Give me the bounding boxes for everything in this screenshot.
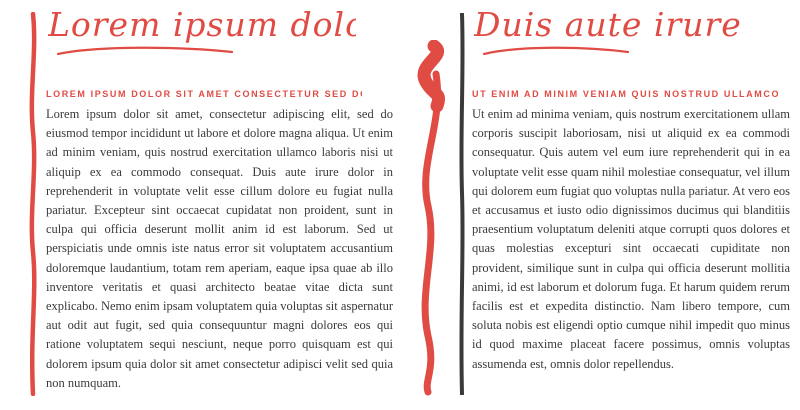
heading-underline-swash-icon	[56, 46, 234, 56]
left-accent-rule-icon	[29, 12, 37, 396]
right-column-subtitle: UT ENIM AD MINIM VENIAM QUIS NOSTRUD ULL…	[472, 89, 781, 99]
left-column-heading: Lorem ipsum dolor	[48, 6, 356, 44]
left-column-paragraph: Lorem ipsum dolor sit amet, consectetur …	[46, 107, 393, 390]
left-column-subtitle: LOREM IPSUM DOLOR SIT AMET CONSECTETUR S…	[46, 89, 362, 99]
right-column-accent-rule-icon	[459, 13, 465, 395]
right-column-heading: Duis aute irure	[474, 6, 742, 44]
heading-underline-swash-icon	[482, 46, 630, 56]
right-column-paragraph: Ut enim ad minima veniam, quis nostrum e…	[472, 107, 790, 371]
column-divider-squiggle-icon	[417, 40, 445, 396]
